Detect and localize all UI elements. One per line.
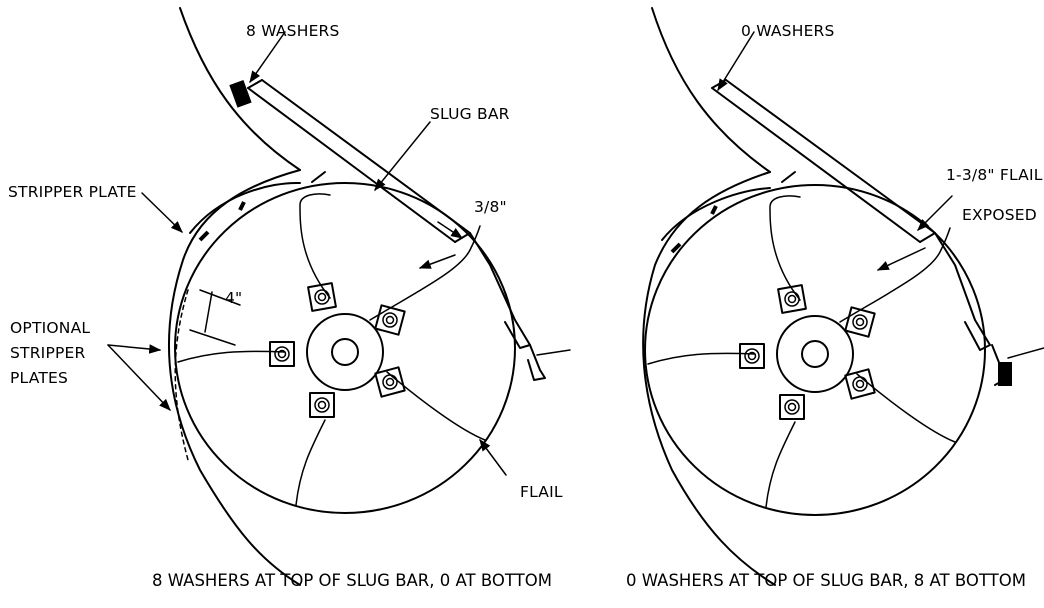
left-hub-center xyxy=(331,338,359,366)
left-flail-arm-3 xyxy=(386,371,486,441)
left-gap-label: 3/8" xyxy=(474,198,507,216)
right-hub xyxy=(776,315,854,393)
left-housing-top xyxy=(179,7,301,171)
left-flail-arm-2 xyxy=(369,225,481,321)
right-flail-arm-2 xyxy=(839,227,951,323)
left-flail-leader xyxy=(479,439,507,476)
right-hub-center xyxy=(801,340,829,368)
left-slug-bar-label: SLUG BAR xyxy=(430,105,510,123)
right-washers-leader xyxy=(717,31,755,92)
left-stripper-plate-leader xyxy=(141,192,183,233)
left-hub xyxy=(306,313,384,391)
left-optional-label-3: PLATES xyxy=(10,369,68,387)
right-housing-top xyxy=(651,7,771,173)
right-stripper-plate-mark xyxy=(670,242,682,254)
right-rotor-disc xyxy=(644,184,986,516)
left-assembly xyxy=(167,7,571,586)
left-stripper-plate-mark xyxy=(198,230,210,242)
left-housing-arc xyxy=(167,169,301,586)
left-washer-stack xyxy=(229,79,252,108)
left-bolt-blocks xyxy=(269,282,406,418)
right-washer-stack xyxy=(998,362,1012,386)
left-washers-label: 8 WASHERS xyxy=(246,22,340,40)
right-exposed-label-1: 1-3/8" FLAIL xyxy=(946,166,1043,184)
left-stripper-plate-label: STRIPPER PLATE xyxy=(8,183,137,201)
left-flail-arm-4 xyxy=(295,419,326,506)
left-optional-leader-1 xyxy=(107,344,162,354)
left-washers-leader xyxy=(249,31,286,83)
left-housing-inner xyxy=(189,181,301,234)
right-bolt-blocks xyxy=(739,284,876,420)
left-flail-arm-1 xyxy=(299,193,331,299)
right-flail-arm-3 xyxy=(856,373,956,443)
right-caption: 0 WASHERS AT TOP OF SLUG BAR, 8 AT BOTTO… xyxy=(626,571,1026,590)
right-assembly xyxy=(642,7,1044,586)
right-flail-arm-1 xyxy=(769,195,801,301)
right-flail-arm-4 xyxy=(765,421,796,508)
right-housing-arc xyxy=(642,171,776,586)
left-caption: 8 WASHERS AT TOP OF SLUG BAR, 0 AT BOTTO… xyxy=(152,571,552,590)
left-flail-arm-5 xyxy=(177,350,286,363)
left-optional-leader-2 xyxy=(107,344,171,411)
left-slug-bar xyxy=(247,79,571,381)
right-exposed-leader xyxy=(917,195,953,231)
left-flail-label: FLAIL xyxy=(520,483,563,501)
right-housing-inner xyxy=(661,187,771,241)
right-washers-label: 0 WASHERS xyxy=(741,22,835,40)
left-slug-bar-leader xyxy=(374,121,431,191)
right-flail-arm-5 xyxy=(647,352,756,365)
left-optional-label-1: OPTIONAL xyxy=(10,319,90,337)
right-exposed-label-2: EXPOSED xyxy=(962,206,1037,224)
left-distance-label: 4" xyxy=(225,289,242,307)
right-slug-bar xyxy=(711,79,1044,386)
left-optional-label-2: STRIPPER xyxy=(10,344,86,362)
left-rotor-disc xyxy=(174,182,516,514)
